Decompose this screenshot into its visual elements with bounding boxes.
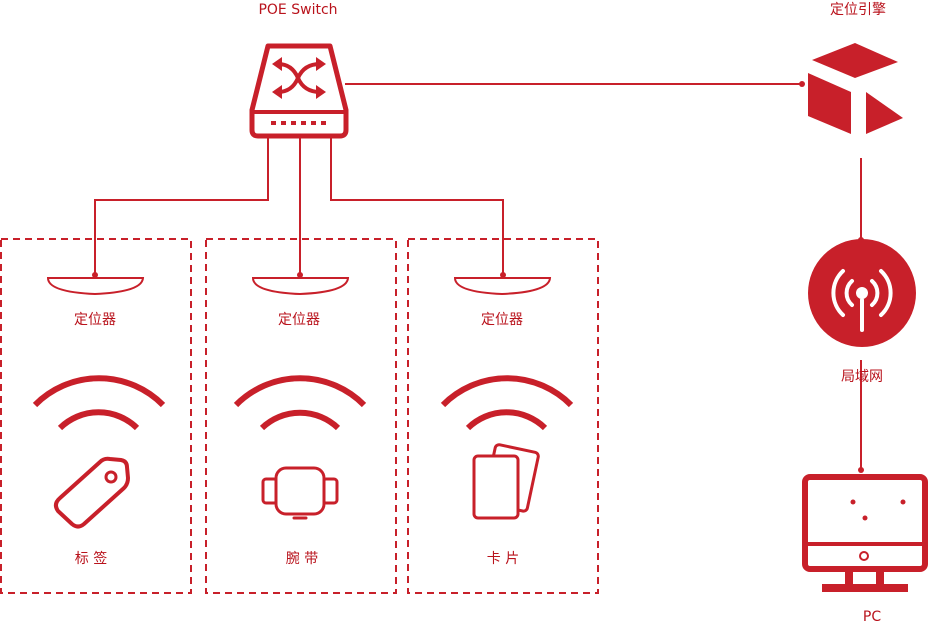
desktop-monitor-icon	[802, 474, 928, 592]
zone-3: 定位器 卡 片	[440, 277, 574, 567]
zone-3-locator-label: 定位器	[481, 312, 523, 328]
wifi-signal-icon	[440, 375, 574, 431]
zone-1: 定位器 标 签	[32, 277, 166, 567]
zone-1-device-label: 标 签	[75, 550, 107, 567]
switch-to-locator-3-line	[330, 137, 504, 275]
zone-1-frame	[0, 238, 192, 594]
connection-lines	[94, 83, 862, 470]
zone-3-device-label: 卡 片	[487, 551, 519, 567]
zone-2: 定位器 腕 带	[233, 277, 367, 567]
poe-switch-label: POE Switch	[258, 2, 337, 18]
card-icon	[472, 443, 540, 520]
ceiling-locator-icon	[251, 277, 350, 296]
zone-2-frame	[205, 238, 397, 594]
zone-1-locator-label: 定位器	[74, 312, 116, 328]
tag-icon	[53, 456, 130, 529]
lan-label: 局域网	[841, 369, 883, 385]
zone-2-device-label: 腕 带	[286, 551, 318, 567]
wristband-icon	[261, 466, 339, 520]
zone-2-locator-label: 定位器	[278, 312, 320, 328]
positioning-engine-label: 定位引擎	[830, 2, 886, 18]
ceiling-locator-icon	[46, 277, 145, 296]
cube-engine-icon	[808, 43, 903, 134]
switch-to-locator-1-line	[94, 137, 269, 275]
zone-frames	[0, 238, 599, 594]
wireless-broadcast-icon	[808, 239, 916, 347]
wifi-signal-icon	[32, 375, 166, 431]
network-switch-icon	[249, 43, 349, 139]
zone-3-frame	[407, 238, 599, 594]
ceiling-locator-icon	[453, 277, 552, 296]
pc-label: PC	[863, 609, 881, 623]
wifi-signal-icon	[233, 375, 367, 431]
